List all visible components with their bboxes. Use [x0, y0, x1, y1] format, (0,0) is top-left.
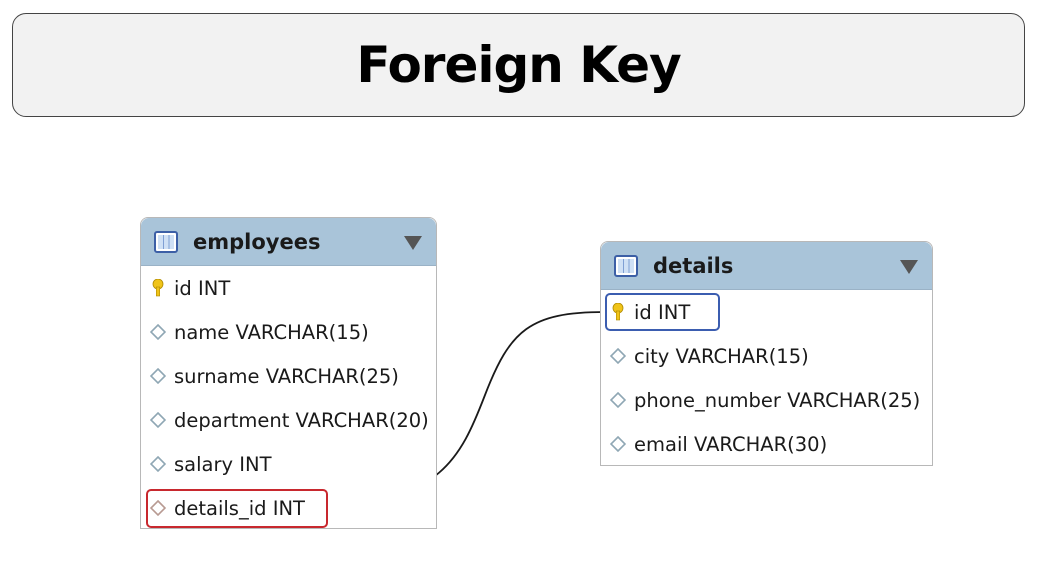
column-label: name VARCHAR(15) — [174, 320, 369, 344]
column-list: id INT name VARCHAR(15) surname VARCHAR(… — [141, 266, 436, 530]
foreign-key-diamond-icon — [150, 498, 166, 518]
table-name: employees — [193, 229, 321, 254]
diamond-icon — [150, 454, 166, 474]
key-icon — [150, 278, 166, 298]
column-label: details_id INT — [174, 496, 305, 520]
table-icon — [614, 254, 638, 277]
diamond-icon — [610, 434, 626, 454]
column-list: id INT city VARCHAR(15) phone_number VAR… — [601, 290, 932, 466]
key-icon — [610, 302, 626, 322]
primary-key-row[interactable]: id INT — [601, 290, 932, 334]
title-banner: Foreign Key — [12, 13, 1025, 117]
column-label: salary INT — [174, 452, 272, 476]
column-row[interactable]: department VARCHAR(20) — [141, 398, 436, 442]
column-row[interactable]: salary INT — [141, 442, 436, 486]
diamond-icon — [150, 322, 166, 342]
diamond-icon — [610, 390, 626, 410]
foreign-key-highlight — [146, 489, 328, 528]
diamond-icon — [150, 410, 166, 430]
page-title: Foreign Key — [356, 36, 681, 94]
column-label: department VARCHAR(20) — [174, 408, 429, 432]
employees-table[interactable]: employees id INT name VARCHAR(15) surnam… — [140, 217, 437, 529]
column-row[interactable]: phone_number VARCHAR(25) — [601, 378, 932, 422]
column-label: phone_number VARCHAR(25) — [634, 388, 921, 412]
collapse-arrow-icon[interactable] — [900, 260, 918, 274]
column-label: city VARCHAR(15) — [634, 344, 809, 368]
primary-key-highlight — [605, 293, 720, 331]
column-label: email VARCHAR(30) — [634, 432, 828, 456]
column-row[interactable]: surname VARCHAR(25) — [141, 354, 436, 398]
column-row[interactable]: email VARCHAR(30) — [601, 422, 932, 466]
column-row[interactable]: name VARCHAR(15) — [141, 310, 436, 354]
column-row[interactable]: city VARCHAR(15) — [601, 334, 932, 378]
diamond-icon — [610, 346, 626, 366]
table-header[interactable]: employees — [141, 218, 436, 266]
foreign-key-row[interactable]: details_id INT — [141, 486, 436, 530]
diamond-icon — [150, 366, 166, 386]
table-name: details — [653, 253, 734, 278]
column-label: id INT — [634, 300, 691, 324]
collapse-arrow-icon[interactable] — [404, 236, 422, 250]
table-icon — [154, 230, 178, 253]
column-label: surname VARCHAR(25) — [174, 364, 399, 388]
column-row[interactable]: id INT — [141, 266, 436, 310]
details-table[interactable]: details id INT city VARCHAR(15) phone_n — [600, 241, 933, 466]
column-label: id INT — [174, 276, 231, 300]
table-header[interactable]: details — [601, 242, 932, 290]
